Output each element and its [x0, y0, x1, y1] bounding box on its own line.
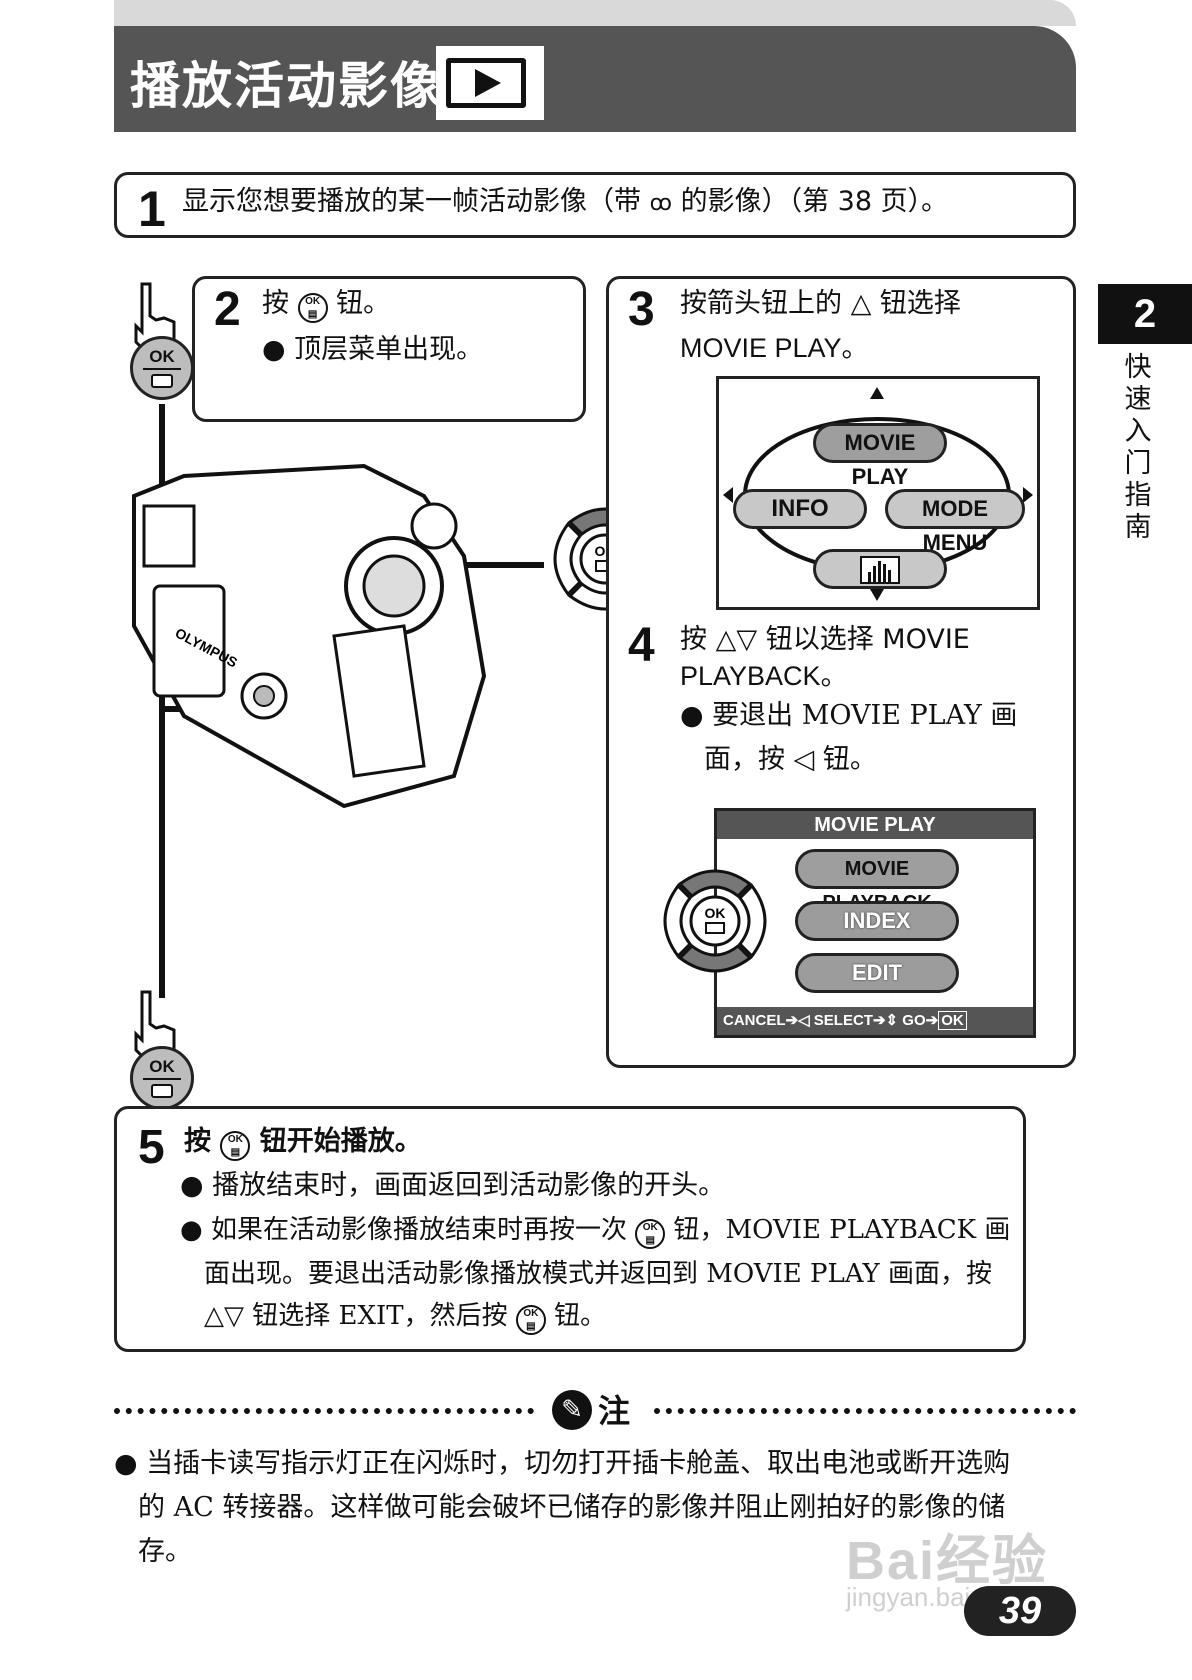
- step3-line2: MOVIE PLAY。: [680, 333, 869, 363]
- step2-title-a: 按: [262, 288, 298, 319]
- step5-title: 按 OK▤ 钮开始播放。: [184, 1122, 422, 1162]
- step5-title-a: 按: [184, 1126, 221, 1157]
- ok-button-icon: OK▤: [220, 1131, 251, 1161]
- step1-text-b: 的影像）（第 38 页）。: [672, 186, 949, 217]
- step5-bullet2-a: ● 如果在活动影像播放结束时再按一次: [180, 1215, 636, 1245]
- ok-label: OK: [149, 1057, 175, 1076]
- menu-icon: [151, 1084, 173, 1098]
- histogram-icon: [860, 556, 900, 584]
- ok-button-icon: OK▤: [635, 1219, 666, 1249]
- page-title: 播放活动影像: [130, 57, 442, 115]
- menu-movie-play[interactable]: MOVIE PLAY: [813, 423, 947, 489]
- menu-edit[interactable]: EDIT: [795, 953, 959, 993]
- step5-number: 5: [138, 1121, 165, 1174]
- step2-number: 2: [214, 283, 241, 336]
- movie-play-footer: CANCEL➔◁ SELECT➔⇕ GO➔OK: [717, 1007, 1033, 1035]
- header-top-strip: [114, 0, 1076, 26]
- note-icon: ✎: [552, 1390, 592, 1430]
- footer-cancel: CANCEL: [723, 1012, 786, 1029]
- menu-histogram[interactable]: [813, 549, 947, 589]
- step2-box: [192, 276, 586, 422]
- dpad-down-highlight-icon: OK: [663, 869, 767, 973]
- step4-line1: 按 △▽ 钮以选择 MOVIE: [680, 624, 970, 655]
- note-line2: 的 AC 转接器。这样做可能会破坏已储存的影像并阻止刚拍好的影像的储: [138, 1492, 1006, 1523]
- menu-icon: [151, 374, 173, 388]
- step4-bullet1: ● 要退出 MOVIE PLAY 画: [680, 700, 1018, 731]
- camera-illustration: OLYMPUS: [132, 463, 487, 809]
- step4-number: 4: [628, 619, 655, 672]
- step5-line4: △▽ 钮选择 EXIT，然后按 OK▤ 钮。: [204, 1296, 606, 1336]
- chapter-tab: 2: [1098, 284, 1192, 344]
- movie-icon: ꝏ: [649, 191, 673, 216]
- ok-divider: [143, 1078, 181, 1080]
- play-icon: [446, 58, 526, 108]
- step1-text-a: 显示您想要播放的某一帧活动影像（带: [182, 186, 650, 217]
- ok-menu-button-top: OK: [130, 336, 194, 400]
- menu-movie-playback[interactable]: MOVIE PLAYBACK: [795, 849, 959, 914]
- ok-button-icon: OK▤: [515, 1305, 546, 1335]
- step5-title-b: 钮开始播放。: [250, 1126, 422, 1157]
- step3-number: 3: [628, 283, 655, 336]
- movie-play-screen: MOVIE PLAY MOVIE PLAYBACK INDEX EDIT CAN…: [714, 808, 1036, 1038]
- step5-line4-a: △▽ 钮选择 EXIT，然后按: [204, 1301, 516, 1331]
- footer-arrow-icon: ➔⇕: [872, 1012, 903, 1029]
- step1-number: 1: [138, 181, 166, 237]
- step5-bullet1: ● 播放结束时，画面返回到活动影像的开头。: [180, 1170, 726, 1201]
- ok-divider: [143, 368, 181, 370]
- step5-bullet2: ● 如果在活动影像播放结束时再按一次 OK▤ 钮，MOVIE PLAYBACK …: [180, 1210, 1010, 1250]
- footer-go: GO: [902, 1012, 926, 1029]
- watermark-logo: Bai经验: [846, 1531, 1049, 1591]
- menu-mode-menu[interactable]: MODE MENU: [885, 489, 1025, 555]
- note-line3: 存。: [138, 1536, 192, 1567]
- connector-vertical: [159, 404, 165, 998]
- step2-title-b: 钮。: [327, 288, 391, 319]
- note-divider-right: [654, 1408, 1076, 1414]
- step1-text: 显示您想要播放的某一帧活动影像（带 ꝏ 的影像）（第 38 页）。: [182, 182, 948, 224]
- footer-ok: OK: [938, 1011, 967, 1030]
- menu-info[interactable]: INFO: [733, 489, 867, 529]
- chapter-title: 快速入门指南: [1124, 352, 1152, 543]
- note-line1: ● 当插卡读写指示灯正在闪烁时，切勿打开插卡舱盖、取出电池或断开选购: [114, 1448, 1011, 1479]
- step2-title: 按 OK▤ 钮。: [262, 284, 390, 324]
- header-band: [114, 26, 1076, 132]
- step5-line4-b: 钮。: [545, 1301, 607, 1331]
- step1-box: [114, 172, 1076, 238]
- step4-line2: PLAYBACK。: [680, 661, 848, 691]
- step5-bullet2-b: 钮，MOVIE PLAYBACK 画: [665, 1215, 1011, 1245]
- ok-button-icon: OK▤: [297, 293, 328, 323]
- svg-text:OK: OK: [705, 905, 726, 921]
- menu-index[interactable]: INDEX: [795, 901, 959, 941]
- step5-line3: 面出现。要退出活动影像播放模式并返回到 MOVIE PLAY 画面，按: [204, 1259, 992, 1289]
- note-divider-left: [114, 1408, 534, 1414]
- footer-arrow-icon: ➔: [925, 1012, 939, 1029]
- page-number: 39: [964, 1586, 1076, 1636]
- note-label: 注: [598, 1392, 631, 1430]
- movie-play-title: MOVIE PLAY: [717, 811, 1033, 839]
- ok-label: OK: [149, 347, 175, 366]
- top-menu-screen: MOVIE PLAY INFO MODE MENU: [716, 376, 1040, 610]
- footer-select: SELECT: [813, 1012, 873, 1029]
- ok-menu-button-bottom: OK: [130, 1046, 194, 1110]
- footer-arrow-icon: ➔◁: [785, 1012, 814, 1029]
- step2-bullet: ● 顶层菜单出现。: [262, 334, 484, 365]
- step3-line1: 按箭头钮上的 △ 钮选择: [680, 288, 961, 319]
- step5-box: [114, 1106, 1026, 1352]
- step4-bullet2: 面，按 ◁ 钮。: [704, 744, 877, 775]
